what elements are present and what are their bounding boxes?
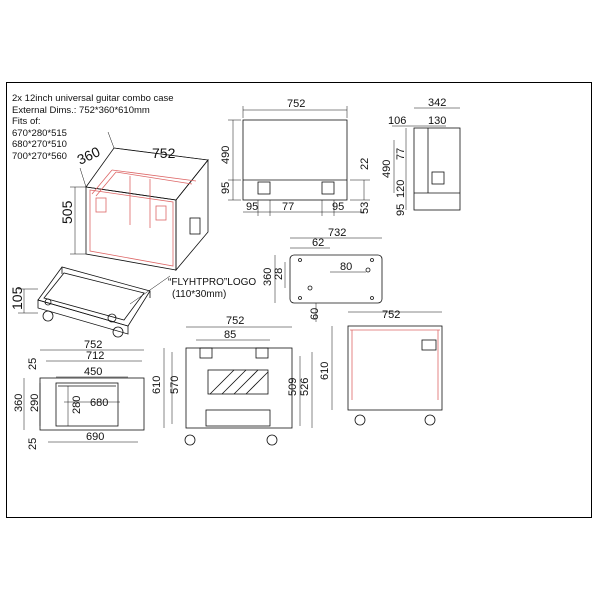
front-h509: 509 (287, 378, 299, 396)
spec-fit-3: 700*270*560 (12, 150, 67, 162)
rear-w752: 752 (382, 309, 400, 321)
top-side-w342: 342 (428, 97, 446, 109)
logo-label-line1: “FLYHTPRO”LOGO (168, 277, 256, 288)
top-side-h120: 120 (395, 180, 407, 198)
plan-view (23, 349, 145, 443)
spec-fit-1: 670*280*515 (12, 127, 67, 139)
plate-w62: 62 (312, 237, 324, 249)
plan-h280: 280 (71, 396, 83, 414)
plan-h360: 360 (13, 394, 25, 412)
plan-w690: 690 (86, 431, 104, 443)
top-front-r53: 53 (359, 202, 371, 214)
iso-depth-label: 360 (75, 143, 103, 167)
top-side-w106: 106 (388, 115, 406, 127)
lid-height-label: 105 (9, 286, 25, 310)
plate-w80: 80 (340, 261, 352, 273)
lid-view (18, 266, 171, 338)
front-h610: 610 (151, 376, 163, 394)
front-elevation-bottom (163, 326, 313, 446)
top-front-b77: 77 (282, 201, 294, 213)
rear-h610: 610 (319, 362, 331, 380)
top-front-h490: 490 (220, 146, 232, 164)
logo-label-line2: (110*30mm) (172, 289, 226, 300)
side-elevation-top (392, 107, 461, 211)
spec-fit-2: 680*270*510 (12, 139, 67, 150)
iso-width-label: 752 (152, 145, 176, 161)
front-elevation-top (228, 106, 370, 216)
spec-title: 2x 12inch universal guitar combo case (12, 93, 174, 104)
plan-h25b: 25 (27, 438, 39, 450)
sheet-border (6, 82, 592, 518)
top-side-h490: 490 (381, 160, 393, 178)
front-h570: 570 (169, 376, 181, 394)
plan-w450: 450 (84, 366, 102, 378)
rear-elevation (331, 311, 443, 426)
spec-fits-label: Fits of: (12, 116, 41, 127)
plan-w752: 752 (84, 339, 102, 351)
plate-h28: 28 (273, 268, 285, 280)
top-side-h95: 95 (395, 204, 407, 216)
top-front-b95a: 95 (246, 201, 258, 213)
plate-h60: 60 (309, 308, 321, 320)
spec-block: 2x 12inch universal guitar combo case Ex… (12, 93, 174, 162)
top-side-h77: 77 (395, 148, 407, 160)
plan-w680: 680 (90, 397, 108, 409)
iso-height-label: 505 (59, 200, 75, 224)
front-h526: 526 (299, 378, 311, 396)
iso-case-view (70, 131, 209, 272)
spec-external-dims: External Dims.: 752*360*610mm (12, 104, 150, 116)
plan-w712: 712 (86, 350, 104, 362)
plan-h290: 290 (29, 394, 41, 412)
top-front-h95: 95 (220, 182, 232, 194)
plate-h360: 360 (262, 268, 274, 286)
top-front-b95b: 95 (332, 201, 344, 213)
top-side-w130: 130 (428, 115, 446, 127)
plate-w732: 732 (328, 227, 346, 239)
plate-view (274, 237, 383, 322)
front-w85: 85 (224, 329, 236, 341)
plan-h25a: 25 (27, 358, 39, 370)
top-front-r22: 22 (359, 158, 371, 170)
top-front-width: 752 (287, 98, 305, 110)
front-w752: 752 (226, 315, 244, 327)
